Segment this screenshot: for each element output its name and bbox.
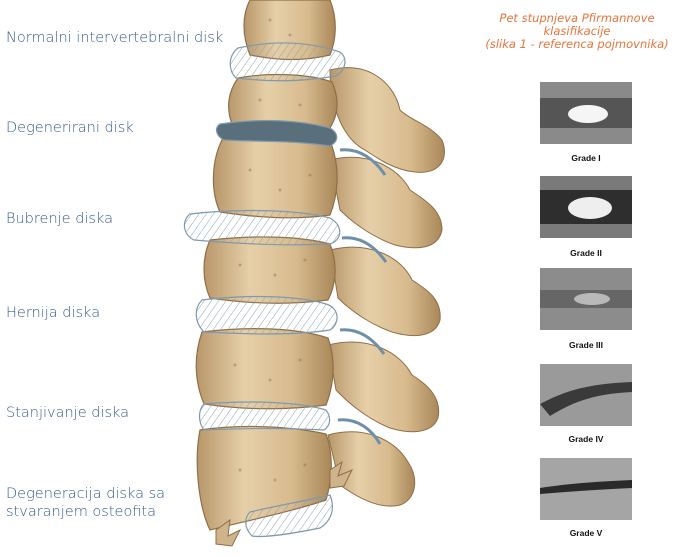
mri-grade-5-image [540, 458, 632, 520]
mri-grade-1-image [540, 82, 632, 144]
label-disc-herniation: Hernija diska [6, 304, 100, 322]
label-degenerated-disc: Degenerirani disk [6, 119, 134, 137]
grade-4-label: Grade IV [540, 434, 632, 444]
grade-3-label: Grade III [540, 340, 632, 350]
label-disc-bulge: Bubrenje diska [6, 210, 113, 228]
mri-grade-3-image [540, 268, 632, 330]
grade-2-label: Grade II [540, 248, 632, 258]
mri-grade-4-image [540, 364, 632, 426]
grade-1-label: Grade I [540, 153, 632, 163]
label-disc-osteophytes: Degeneracija diska sa stvaranjem osteofi… [6, 485, 165, 521]
mri-grade-2-image [540, 176, 632, 238]
spine-illustration [180, 0, 470, 556]
pfirrmann-caption: Pet stupnjeva Pfirmannove klasifikacije … [478, 12, 676, 51]
posterior-processes [328, 68, 444, 506]
label-disc-thinning: Stanjivanje diska [6, 404, 129, 422]
grade-5-label: Grade V [540, 528, 632, 538]
